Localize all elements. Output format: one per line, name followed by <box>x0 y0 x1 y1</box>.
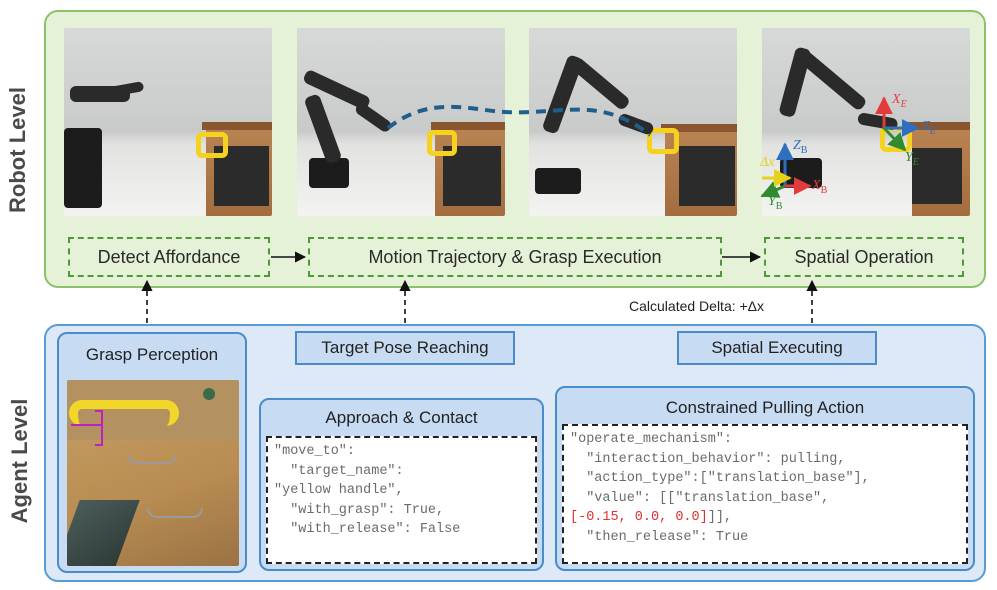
detect-affordance-box: Detect Affordance <box>68 237 270 277</box>
x-base-label: XB <box>812 178 828 196</box>
robot-photo-trajectory-start <box>297 28 505 216</box>
robot-photo-detect <box>64 28 272 216</box>
trajectory-path <box>386 104 652 137</box>
spatial-executing-box: Spatial Executing <box>677 331 877 365</box>
constrained-pulling-title: Constrained Pulling Action <box>665 398 865 417</box>
constrained-pulling-card: Constrained Pulling Action "operate_mech… <box>555 386 975 571</box>
y-base-label: YB <box>768 194 783 212</box>
approach-contact-card: Approach & Contact "move_to": "target_na… <box>259 398 544 571</box>
grasp-perception-card: Grasp Perception <box>57 332 247 573</box>
motion-trajectory-box: Motion Trajectory & Grasp Execution <box>308 237 722 277</box>
target-pose-reaching-box: Target Pose Reaching <box>295 331 515 365</box>
constrained-pulling-code: "operate_mechanism": "interaction_behavi… <box>562 424 968 564</box>
spatial-operation-box: Spatial Operation <box>764 237 964 277</box>
approach-contact-code: "move_to": "target_name":"yellow handle"… <box>266 436 537 564</box>
pulling-value-vector: [-0.15, 0.0, 0.0] <box>570 510 708 525</box>
grasp-perception-title: Grasp Perception <box>85 345 219 364</box>
approach-contact-title: Approach & Contact <box>325 408 478 427</box>
y-base-axis <box>760 181 786 198</box>
delta-x-label: Δx <box>760 155 775 170</box>
grasp-perception-image <box>67 380 239 566</box>
z-ee-label: ZE <box>922 119 936 137</box>
robot-photo-trajectory-end <box>529 28 737 216</box>
y-ee-label: YE <box>905 150 919 168</box>
y-ee-axis <box>882 126 907 152</box>
z-base-label: ZB <box>793 138 808 156</box>
calculated-delta-text: Calculated Delta: +Δx <box>629 298 765 314</box>
x-ee-label: XE <box>892 92 907 110</box>
